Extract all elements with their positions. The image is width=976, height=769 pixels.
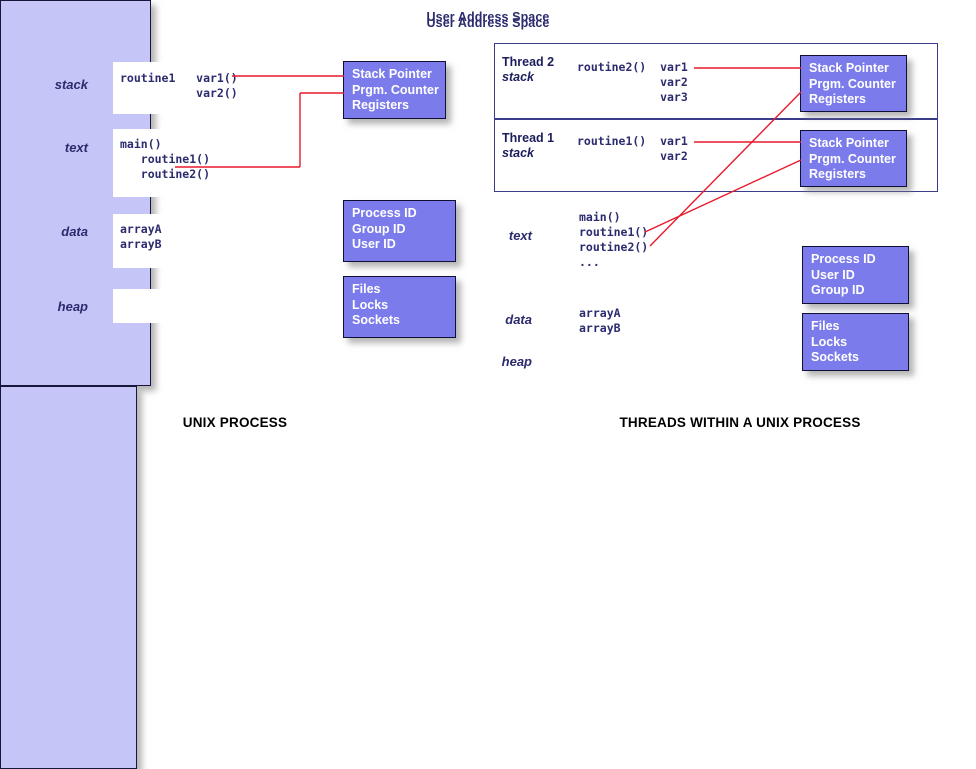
thread-1-stack-cell: routine1() var1 var2	[572, 128, 695, 184]
right-caption: THREADS WITHIN A UNIX PROCESS	[619, 415, 861, 430]
thread-1-stack-code: routine1() var1 var2	[577, 134, 688, 163]
left-segment-label-stack: stack	[54, 77, 88, 92]
thread-2-sub: stack	[502, 70, 534, 84]
thread-2-label: Thread 2 stack	[502, 55, 572, 85]
right-segment-cell-data: arrayA arrayB	[573, 300, 697, 345]
left-segment-label-data: data	[61, 224, 88, 239]
left-segment-cell-stack: routine1 var1() var2()	[113, 62, 243, 114]
left-panel-title: User Address Space	[426, 16, 550, 30]
left-segment-cell-heap	[113, 289, 243, 323]
right-ids-box: Process ID User ID Group ID	[802, 246, 909, 304]
thread-1-label: Thread 1 stack	[502, 131, 572, 161]
right-text-code: main() routine1() routine2() ...	[579, 210, 649, 269]
left-registers-box: Stack Pointer Prgm. Counter Registers	[343, 61, 446, 119]
right-panel-title: User Address Space	[426, 10, 550, 24]
left-stack-code: routine1 var1() var2()	[120, 71, 238, 100]
right-segment-label-text: text	[508, 228, 532, 243]
right-heap-code	[573, 353, 697, 357]
left-segment-cell-data: arrayA arrayB	[113, 214, 243, 268]
left-ids-box: Process ID Group ID User ID	[343, 200, 456, 262]
left-text-code: main() routine1() routine2()	[120, 137, 211, 181]
left-caption: UNIX PROCESS	[182, 415, 288, 430]
thread-2-registers-box: Stack Pointer Prgm. Counter Registers	[800, 55, 907, 112]
left-segment-cell-text: main() routine1() routine2()	[113, 129, 243, 197]
right-data-code: arrayA arrayB	[579, 306, 621, 335]
left-heap-code	[113, 289, 243, 297]
right-segment-label-heap: heap	[501, 354, 532, 369]
left-resources-box: Files Locks Sockets	[343, 276, 456, 338]
thread-1-sub: stack	[502, 146, 534, 160]
right-segment-cell-text: main() routine1() routine2() ...	[573, 204, 697, 280]
thread-1-registers-box: Stack Pointer Prgm. Counter Registers	[800, 130, 907, 187]
thread-2-stack-cell: routine2() var1 var2 var3	[572, 54, 695, 111]
right-segment-cell-heap	[573, 353, 697, 375]
left-data-code: arrayA arrayB	[120, 222, 162, 251]
thread-2-stack-code: routine2() var1 var2 var3	[577, 60, 688, 104]
left-segment-label-text: text	[64, 140, 88, 155]
right-resources-box: Files Locks Sockets	[802, 313, 909, 371]
thread-2-name: Thread 2	[502, 55, 555, 69]
right-segment-label-data: data	[505, 312, 532, 327]
right-address-space-panel: User Address Space	[0, 10, 549, 769]
thread-1-name: Thread 1	[502, 131, 555, 145]
left-segment-label-heap: heap	[57, 299, 88, 314]
diagram-canvas: User Address Space stack text data heap …	[0, 0, 938, 769]
